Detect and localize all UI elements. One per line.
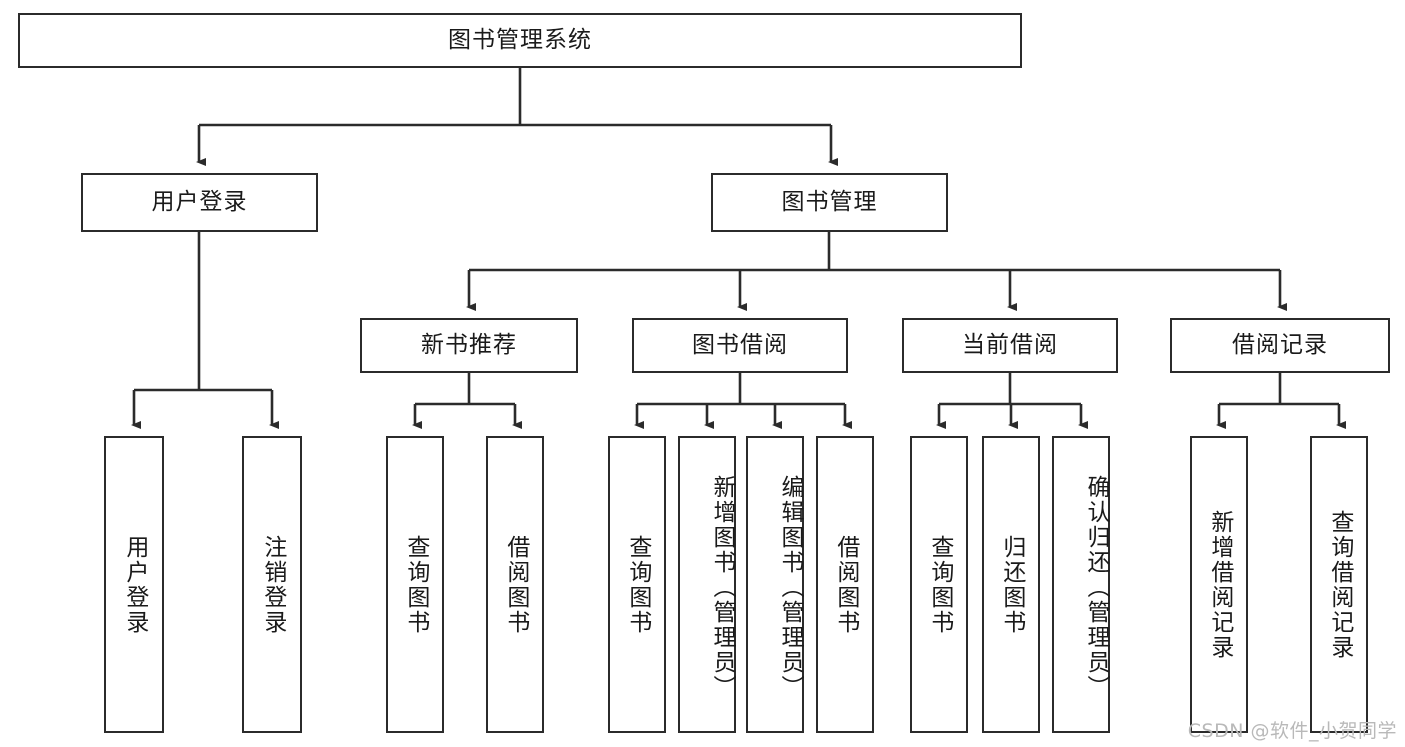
node-leaf-add-book[interactable]: 新增图书（管理员）: [678, 436, 736, 733]
node-leaf-borrow-book-1-label: 借阅图书: [502, 534, 529, 635]
node-leaf-query-book-1-label: 查询图书: [402, 534, 429, 635]
node-leaf-return-book[interactable]: 归还图书: [982, 436, 1040, 733]
node-root-label: 图书管理系统: [448, 26, 592, 53]
node-book-borrow[interactable]: 图书借阅: [632, 318, 848, 373]
node-current-borrow-label: 当前借阅: [962, 331, 1058, 358]
node-borrow-record[interactable]: 借阅记录: [1170, 318, 1390, 373]
csdn-watermark: CSDN @软件_小贺同学: [1187, 720, 1397, 742]
node-leaf-logout[interactable]: 注销登录: [242, 436, 302, 733]
node-user-login-label: 用户登录: [151, 188, 248, 215]
node-leaf-borrow-book-1[interactable]: 借阅图书: [486, 436, 544, 733]
node-leaf-query-book-2[interactable]: 查询图书: [608, 436, 666, 733]
node-leaf-add-book-label: 新增图书（管理员）: [709, 475, 735, 700]
node-leaf-query-book-3-label: 查询图书: [926, 534, 953, 635]
node-leaf-confirm-return-label: 确认归还（管理员）: [1083, 475, 1109, 700]
node-book-manage-label: 图书管理: [781, 188, 878, 215]
node-leaf-add-record[interactable]: 新增借阅记录: [1190, 436, 1248, 733]
node-leaf-user-login-label: 用户登录: [121, 534, 148, 635]
node-user-login[interactable]: 用户登录: [81, 173, 318, 232]
node-new-book-recommend-label: 新书推荐: [421, 331, 517, 358]
node-book-manage[interactable]: 图书管理: [711, 173, 948, 232]
node-leaf-query-record-label: 查询借阅记录: [1326, 509, 1353, 660]
node-book-borrow-label: 图书借阅: [692, 331, 788, 358]
node-leaf-borrow-book-2-label: 借阅图书: [832, 534, 859, 635]
node-new-book-recommend[interactable]: 新书推荐: [360, 318, 578, 373]
node-leaf-confirm-return[interactable]: 确认归还（管理员）: [1052, 436, 1110, 733]
node-borrow-record-label: 借阅记录: [1232, 331, 1328, 358]
node-leaf-user-login[interactable]: 用户登录: [104, 436, 164, 733]
node-leaf-add-record-label: 新增借阅记录: [1206, 509, 1233, 660]
node-leaf-edit-book[interactable]: 编辑图书（管理员）: [746, 436, 804, 733]
node-root[interactable]: 图书管理系统: [18, 13, 1022, 68]
node-current-borrow[interactable]: 当前借阅: [902, 318, 1118, 373]
node-leaf-edit-book-label: 编辑图书（管理员）: [777, 475, 803, 700]
node-leaf-query-book-2-label: 查询图书: [624, 534, 651, 635]
node-leaf-borrow-book-2[interactable]: 借阅图书: [816, 436, 874, 733]
node-leaf-query-record[interactable]: 查询借阅记录: [1310, 436, 1368, 733]
node-leaf-query-book-1[interactable]: 查询图书: [386, 436, 444, 733]
node-leaf-return-book-label: 归还图书: [998, 534, 1025, 635]
node-leaf-logout-label: 注销登录: [259, 534, 286, 635]
node-leaf-query-book-3[interactable]: 查询图书: [910, 436, 968, 733]
